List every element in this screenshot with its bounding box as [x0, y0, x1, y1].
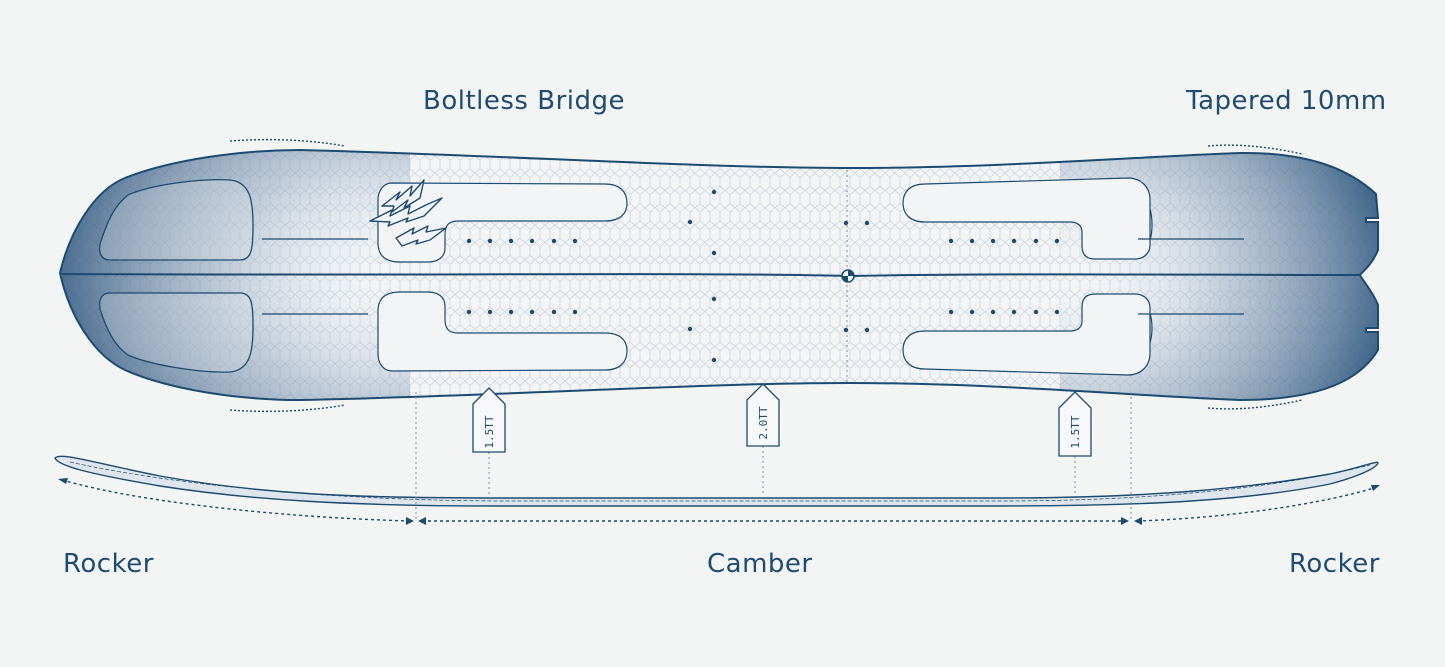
tapered-label: Tapered 10mm	[1186, 86, 1387, 116]
tag-center-text: 2.0TT	[757, 406, 770, 439]
rocker-left-label: Rocker	[63, 549, 154, 579]
board-profile	[54, 455, 1379, 507]
boltless-bridge-label: Boltless Bridge	[423, 86, 625, 116]
tag-left-text: 1.5TT	[483, 415, 496, 448]
board-top-view	[58, 138, 1380, 413]
thickness-tag-left: 1.5TT	[472, 387, 506, 453]
rocker-right-label: Rocker	[1289, 549, 1380, 579]
thickness-tag-right: 1.5TT	[1058, 391, 1092, 457]
brand-logo	[369, 179, 447, 247]
camber-label: Camber	[707, 549, 813, 579]
thickness-tag-center: 2.0TT	[746, 383, 780, 447]
tag-right-text: 1.5TT	[1069, 415, 1082, 448]
